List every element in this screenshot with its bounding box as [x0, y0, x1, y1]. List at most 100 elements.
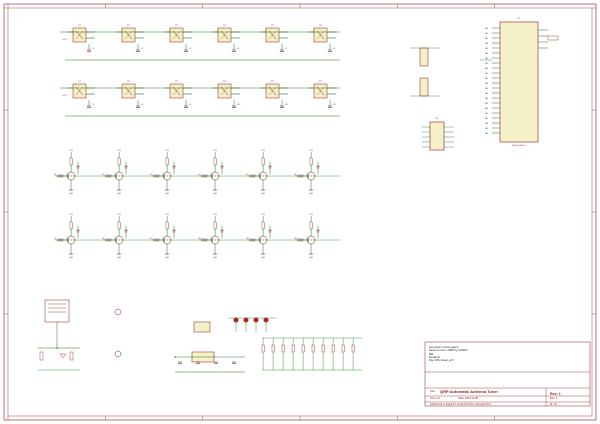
driver-ref: U2	[436, 118, 440, 120]
resistor	[165, 157, 169, 166]
ground-label: GND	[165, 193, 170, 195]
mcu-pin-label: PA6	[485, 97, 488, 100]
power-label: +12V	[309, 214, 314, 216]
rev-value: Rev: 1	[550, 392, 561, 396]
led-indicator	[263, 317, 269, 323]
power-label: +12V	[261, 214, 266, 216]
mcu-pin-label: PA6	[485, 57, 488, 60]
cap-ref: C9	[189, 104, 191, 106]
id-label: Id: 1/1	[550, 403, 558, 406]
ground-label: GND	[69, 257, 74, 259]
resistor	[341, 344, 345, 353]
mcu-pin-label: PA0	[485, 67, 488, 70]
ground-label: GND	[309, 193, 314, 195]
mcu-pin-label: PA7	[485, 62, 488, 65]
title-block	[424, 341, 591, 407]
relay-contact	[316, 30, 325, 40]
resistor	[309, 221, 313, 230]
transistor-ref: Q12	[294, 238, 297, 240]
relay-ref: K11	[271, 81, 276, 83]
date-label: Date: 2020-11-08	[458, 397, 478, 400]
diode-symbol	[220, 229, 224, 234]
power-label: +12V	[62, 95, 67, 97]
transistor-ref: Q11	[246, 238, 249, 240]
relay-contact	[75, 86, 84, 96]
resistor	[213, 221, 217, 230]
resistor	[69, 157, 73, 166]
relay-contact	[172, 86, 181, 96]
relay-ref: K4	[223, 25, 226, 27]
power-label: +12V	[69, 214, 74, 216]
cap-ref: C4	[237, 48, 239, 50]
junction-dot	[217, 31, 219, 33]
mcu-pin-label: PA1	[485, 32, 488, 35]
power-label: +12V	[309, 150, 314, 152]
resistor	[331, 344, 335, 353]
bridge-box	[44, 299, 70, 323]
junction-dot	[265, 31, 267, 33]
transistor-ref: Q9	[150, 238, 152, 240]
diode-symbol	[268, 165, 272, 170]
power-label: +12V	[165, 150, 170, 152]
diode-symbol	[220, 165, 224, 170]
resistor	[39, 351, 44, 361]
cap-bank	[419, 47, 429, 67]
mcu-pin-label: PA3	[485, 82, 488, 85]
resistor	[261, 221, 265, 230]
transistor-ref: Q4	[198, 174, 200, 176]
mcu-pin-label: PA3	[485, 122, 488, 125]
relay-ref: K6	[319, 25, 322, 27]
relay-contact	[316, 86, 325, 96]
cap-ref: C5	[285, 48, 287, 50]
resistor	[321, 344, 325, 353]
junction-dot	[174, 356, 176, 358]
note-line-3: MR	[429, 351, 434, 356]
note-line-2: based on V2+-1080 by N7DDC	[429, 348, 468, 353]
mcu-pin-label: PA0	[485, 107, 488, 110]
ground-label: GND	[69, 193, 74, 195]
mcu-pin-label: PA7	[485, 102, 488, 105]
mcu-pin-label: PA0	[485, 27, 488, 30]
power-label: +12V	[117, 150, 122, 152]
resistor	[69, 351, 74, 361]
ground-label: GND	[213, 193, 218, 195]
diode-symbol	[59, 353, 67, 359]
rev-label: Rev: 1	[550, 397, 558, 400]
resistor	[291, 344, 295, 353]
cap-ref: C7	[92, 104, 94, 106]
power-label: +12V	[213, 150, 218, 152]
power-label: +12V	[165, 214, 170, 216]
relay-ref: K3	[175, 25, 178, 27]
mcu-pin-label: PA1	[485, 72, 488, 75]
led-indicator	[253, 317, 259, 323]
junction-dot	[313, 31, 315, 33]
cap-ref: C12	[333, 104, 336, 106]
relay-contact	[124, 30, 133, 40]
transistor-ref: Q5	[246, 174, 248, 176]
transistor-ref: Q6	[294, 174, 296, 176]
transistor-ref: Q2	[102, 174, 104, 176]
led-indicator	[233, 317, 239, 323]
crystal	[547, 35, 559, 41]
relay-ref: K7	[78, 81, 81, 83]
led-indicator	[243, 317, 249, 323]
transistor-ref: Q7	[54, 238, 56, 240]
relay-contact	[220, 30, 229, 40]
resistor	[165, 221, 169, 230]
relay-ref: K12	[319, 81, 324, 83]
note-line-4: Designer	[429, 355, 441, 360]
resistor	[213, 157, 217, 166]
diode-symbol	[124, 229, 128, 234]
junction-dot	[121, 31, 123, 33]
cap-ref: C2	[141, 48, 143, 50]
mcu-body	[499, 21, 539, 143]
diode-symbol	[316, 229, 320, 234]
power-label: +12V	[62, 39, 67, 41]
note-line-1: low-power consumption	[429, 345, 459, 349]
connector-rf-in	[114, 308, 122, 316]
driver-ic	[429, 121, 445, 151]
mcu-pin-label: PA3	[485, 42, 488, 45]
resistor	[261, 344, 265, 353]
ground-label: GND	[261, 193, 266, 195]
